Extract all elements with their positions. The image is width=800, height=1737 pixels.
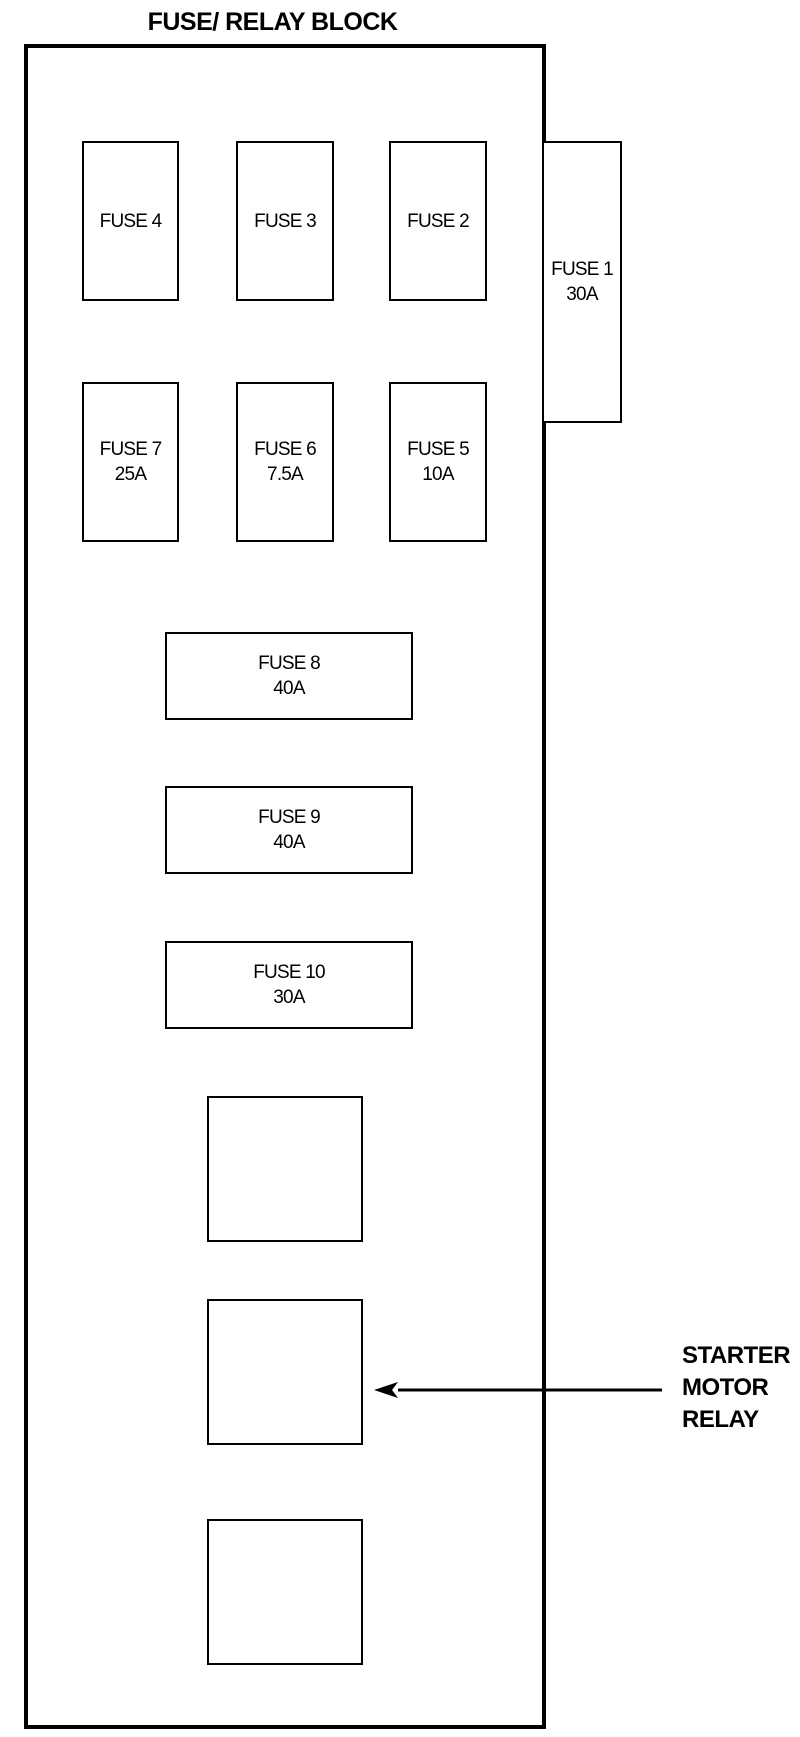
fuse-7-name: FUSE 7 [99,439,163,460]
fuse-9-name: FUSE 9 [258,807,321,828]
relay-slot-3 [207,1519,363,1665]
fuse-1-label: FUSE 1 30A [551,257,614,307]
callout-line-1: STARTER [682,1342,791,1369]
fuse-3: FUSE 3 [236,141,334,301]
fuse-8-rating: 40A [273,678,305,699]
relay-slot-1 [207,1096,363,1242]
fuse-5: FUSE 5 10A [389,382,487,542]
fuse-5-name: FUSE 5 [407,439,470,460]
fuse-8: FUSE 8 40A [165,632,413,720]
fuse-5-rating: 10A [422,464,454,485]
fuse-4: FUSE 4 [82,141,179,301]
callout-line-3: RELAY [682,1406,759,1433]
fuse-relay-block-outline [24,44,546,1729]
fuse-1-rating: 30A [566,284,598,305]
starter-motor-relay-label: STARTER MOTOR RELAY [682,1340,797,1436]
fuse-7: FUSE 7 25A [82,382,179,542]
fuse-6-name: FUSE 6 [254,439,317,460]
fuse-7-rating: 25A [114,464,147,485]
callout-line-2: MOTOR [682,1374,769,1401]
fuse-8-name: FUSE 8 [258,653,321,674]
fuse-3-name: FUSE 3 [254,210,317,232]
relay-slot-starter-motor [207,1299,363,1445]
diagram-title: FUSE/ RELAY BLOCK [147,8,398,36]
fuse-1-name: FUSE 1 [551,259,614,280]
fuse-1: FUSE 1 30A [542,141,622,423]
fuse-10-rating: 30A [273,987,305,1008]
fuse-4-name: FUSE 4 [99,210,163,232]
callout-arrow [374,1382,662,1398]
fuse-2: FUSE 2 [389,141,487,301]
fuse-6-rating: 7.5A [267,464,304,485]
fuse-2-name: FUSE 2 [407,210,470,232]
fuse-10: FUSE 10 30A [165,941,413,1029]
fuse-6: FUSE 6 7.5A [236,382,334,542]
fuse-10-name: FUSE 10 [253,962,325,983]
fuse-9: FUSE 9 40A [165,786,413,874]
fuse-9-rating: 40A [273,832,305,853]
